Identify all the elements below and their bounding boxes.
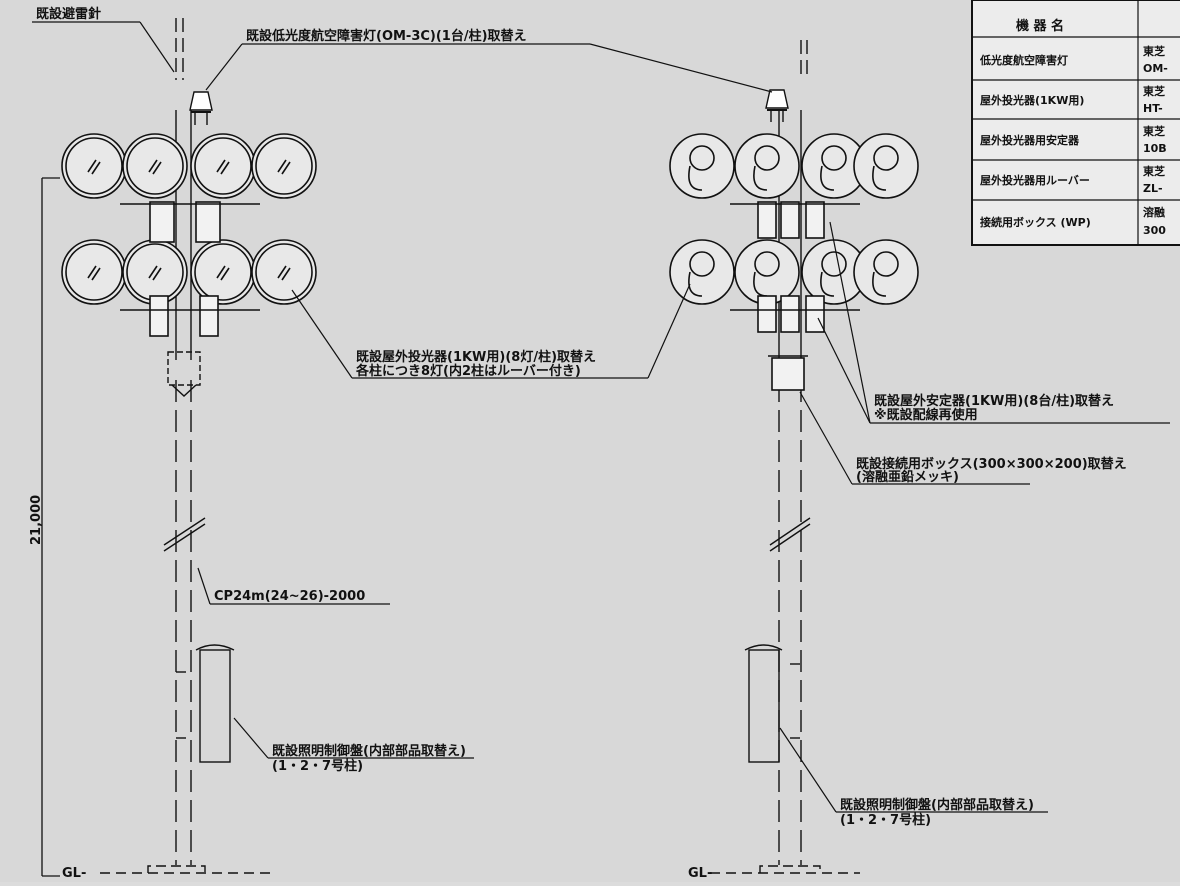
equipment-row-maker: 東芝 <box>1143 44 1165 58</box>
obstruction-light-right <box>765 89 789 122</box>
ballast-label-line1: 既設屋外安定器(1KW用)(8台/柱)取替え <box>874 393 1114 409</box>
obstruction-light-left <box>189 91 213 125</box>
equipment-row-model: 300 <box>1143 224 1166 237</box>
floodlights-right <box>669 133 919 333</box>
control-panel-left-label-line2: (1・2・7号柱) <box>272 758 363 774</box>
ballast-label-line2: ※既設配線再使用 <box>874 407 978 423</box>
floodlights-left <box>61 133 317 337</box>
control-panel-right-label-line1: 既設照明制御盤(内部部品取替え) <box>840 797 1034 813</box>
equipment-table-header: 機 器 名 <box>1016 18 1064 34</box>
control-panel-left-label-line1: 既設照明制御盤(内部部品取替え) <box>272 743 466 759</box>
equipment-row-model: HT- <box>1143 102 1163 115</box>
junction-box-label-line1: 既設接続用ボックス(300×300×200)取替え <box>856 456 1127 472</box>
control-panel-right-label-line2: (1・2・7号柱) <box>840 812 931 828</box>
ground-level-right-label: GL- <box>688 866 712 881</box>
floodlight-label-line2: 各柱につき8灯(内2柱はルーバー付き) <box>355 363 581 379</box>
ground-level-left-label: GL- <box>62 866 86 881</box>
equipment-row-name: 屋外投光器用ルーバー <box>980 173 1090 187</box>
pole-spec-label: CP24m(24~26)-2000 <box>214 589 365 604</box>
junction-box-right <box>768 355 808 391</box>
height-dimension <box>41 177 60 877</box>
equipment-row-name: 低光度航空障害灯 <box>979 53 1068 67</box>
lightning-rod-label: 既設避雷針 <box>36 6 101 22</box>
height-dimension-label: 21,000 <box>29 495 44 545</box>
leader-lines <box>32 21 1170 813</box>
junction-box-label-line2: (溶融亜鉛メッキ) <box>856 469 959 485</box>
equipment-row-maker: 溶融 <box>1143 205 1165 219</box>
equipment-row-name: 接続用ボックス (WP) <box>980 215 1091 229</box>
floodlight-label-line1: 既設屋外投光器(1KW用)(8灯/柱)取替え <box>356 349 596 365</box>
equipment-table: 機 器 名 低光度航空障害灯 東芝 OM- 屋外投光器(1KW用) 東芝 HT-… <box>971 0 1180 246</box>
equipment-row-model: ZL- <box>1143 182 1163 195</box>
equipment-row-maker: 東芝 <box>1143 84 1165 98</box>
equipment-row-maker: 東芝 <box>1143 164 1165 178</box>
equipment-row-name: 屋外投光器(1KW用) <box>980 93 1084 107</box>
equipment-row-model: 10B <box>1143 142 1167 155</box>
equipment-row-model: OM- <box>1143 62 1168 75</box>
equipment-row-name: 屋外投光器用安定器 <box>980 133 1080 147</box>
obstruction-light-label: 既設低光度航空障害灯(OM-3C)(1台/柱)取替え <box>246 28 527 44</box>
equipment-row-maker: 東芝 <box>1143 124 1165 138</box>
